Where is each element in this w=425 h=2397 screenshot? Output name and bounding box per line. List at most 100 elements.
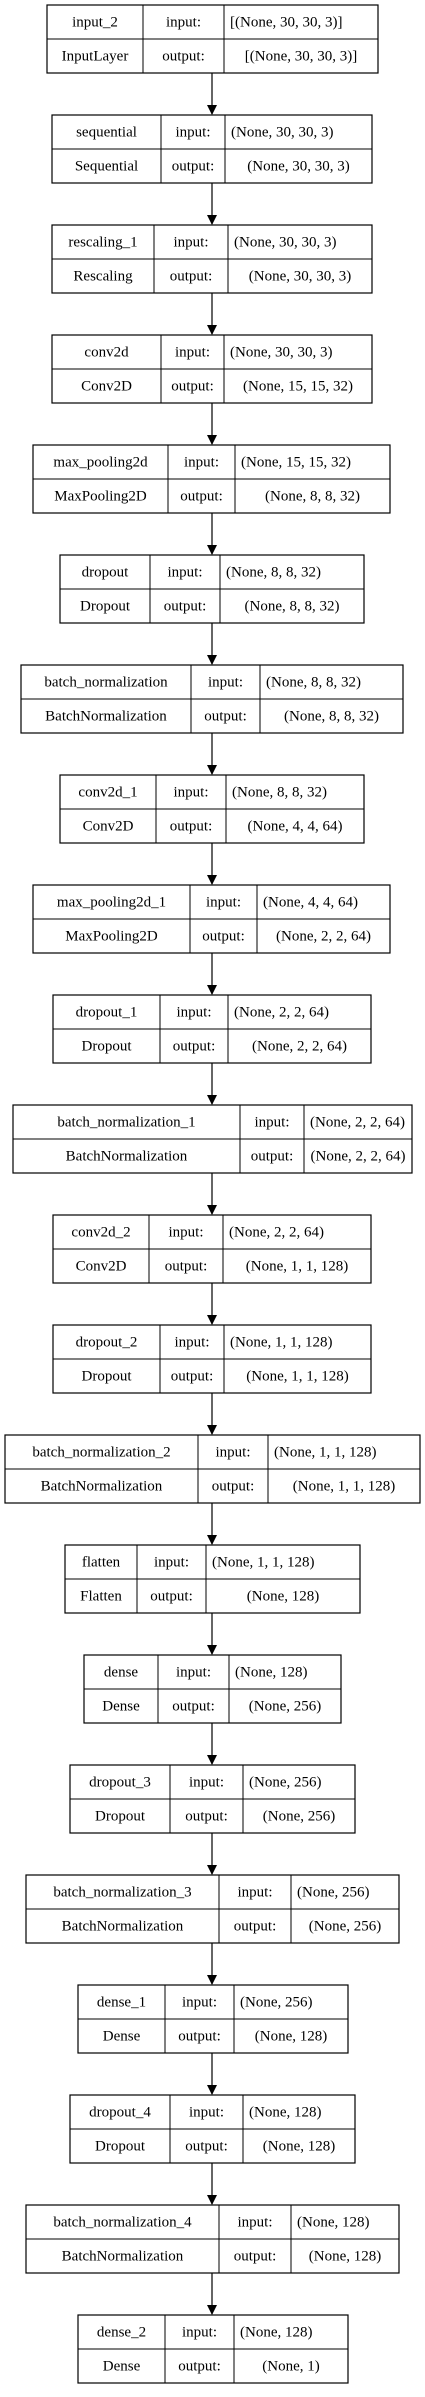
output-label: output: bbox=[172, 158, 215, 174]
output-shape: (None, 30, 30, 3) bbox=[247, 158, 349, 174]
layer-name: max_pooling2d_1 bbox=[57, 894, 166, 910]
output-label: output: bbox=[165, 1258, 208, 1274]
layer-type: Flatten bbox=[80, 1588, 122, 1604]
input-label: input: bbox=[182, 2324, 217, 2340]
output-label: output: bbox=[212, 1478, 255, 1494]
output-shape: (None, 30, 30, 3) bbox=[249, 268, 351, 284]
layer-node-batch_normalization_4: batch_normalization_4BatchNormalizationi… bbox=[25, 2204, 400, 2274]
layer-name: flatten bbox=[82, 1554, 121, 1570]
input-label: input: bbox=[184, 454, 219, 470]
layer-name: conv2d_1 bbox=[78, 784, 137, 800]
output-label: output: bbox=[185, 1808, 228, 1824]
input-shape: (None, 256) bbox=[240, 1994, 312, 2010]
layer-type: Dropout bbox=[80, 598, 131, 614]
input-label: input: bbox=[254, 1114, 289, 1130]
layer-name: dropout_4 bbox=[89, 2104, 151, 2120]
output-label: output: bbox=[170, 818, 213, 834]
output-shape: (None, 1, 1, 128) bbox=[246, 1258, 348, 1274]
layer-node-batch_normalization: batch_normalizationBatchNormalizationinp… bbox=[20, 664, 404, 734]
layer-type: MaxPooling2D bbox=[54, 488, 147, 504]
input-shape: (None, 15, 15, 32) bbox=[241, 454, 351, 470]
input-label: input: bbox=[175, 124, 210, 140]
input-label: input: bbox=[237, 1884, 272, 1900]
layer-name: batch_normalization_1 bbox=[57, 1114, 195, 1130]
layer-type: Conv2D bbox=[83, 818, 134, 834]
layer-name: conv2d_2 bbox=[71, 1224, 130, 1240]
layer-name: dropout_3 bbox=[89, 1774, 151, 1790]
layer-type: BatchNormalization bbox=[41, 1478, 163, 1494]
output-shape: (None, 8, 8, 32) bbox=[284, 708, 379, 724]
output-label: output: bbox=[234, 2248, 277, 2264]
layer-name: rescaling_1 bbox=[68, 234, 137, 250]
output-label: output: bbox=[234, 1918, 277, 1934]
output-shape: (None, 128) bbox=[255, 2028, 327, 2044]
input-label: input: bbox=[176, 1664, 211, 1680]
input-shape: (None, 30, 30, 3) bbox=[234, 234, 336, 250]
output-label: output: bbox=[173, 1038, 216, 1054]
input-label: input: bbox=[189, 1774, 224, 1790]
layer-name: max_pooling2d bbox=[53, 454, 148, 470]
layer-type: BatchNormalization bbox=[66, 1148, 188, 1164]
output-label: output: bbox=[150, 1588, 193, 1604]
layer-type: Dropout bbox=[82, 1368, 133, 1384]
layer-name: dropout_2 bbox=[76, 1334, 138, 1350]
output-shape: (None, 15, 15, 32) bbox=[243, 378, 353, 394]
layer-type: Dropout bbox=[95, 2138, 146, 2154]
layer-type: BatchNormalization bbox=[62, 1918, 184, 1934]
layer-name: conv2d bbox=[84, 344, 129, 360]
layer-name: batch_normalization_2 bbox=[32, 1444, 170, 1460]
input-shape: (None, 2, 2, 64) bbox=[234, 1004, 329, 1020]
layer-name: dropout_1 bbox=[76, 1004, 138, 1020]
output-shape: (None, 2, 2, 64) bbox=[311, 1148, 406, 1164]
layer-type: MaxPooling2D bbox=[65, 928, 158, 944]
input-label: input: bbox=[173, 234, 208, 250]
layer-type: Sequential bbox=[75, 158, 138, 174]
output-shape: (None, 128) bbox=[263, 2138, 335, 2154]
input-shape: (None, 30, 30, 3) bbox=[230, 344, 332, 360]
layer-type: Dense bbox=[103, 2358, 141, 2374]
output-shape: (None, 8, 8, 32) bbox=[245, 598, 340, 614]
output-label: output: bbox=[172, 1698, 215, 1714]
output-shape: (None, 256) bbox=[249, 1698, 321, 1714]
output-shape: (None, 1, 1, 128) bbox=[246, 1368, 348, 1384]
input-shape: (None, 2, 2, 64) bbox=[229, 1224, 324, 1240]
input-label: input: bbox=[182, 1994, 217, 2010]
output-label: output: bbox=[180, 488, 223, 504]
input-label: input: bbox=[237, 2214, 272, 2230]
input-shape: (None, 8, 8, 32) bbox=[226, 564, 321, 580]
output-label: output: bbox=[185, 2138, 228, 2154]
output-label: output: bbox=[204, 708, 247, 724]
output-shape: (None, 2, 2, 64) bbox=[252, 1038, 347, 1054]
output-label: output: bbox=[164, 598, 207, 614]
layer-node-max_pooling2d_1: max_pooling2d_1MaxPooling2Dinput:output:… bbox=[32, 884, 391, 954]
output-label: output: bbox=[251, 1148, 294, 1164]
output-shape: [(None, 30, 30, 3)] bbox=[245, 48, 357, 64]
layer-name: batch_normalization_3 bbox=[53, 1884, 191, 1900]
output-shape: (None, 256) bbox=[263, 1808, 335, 1824]
layer-name: batch_normalization_4 bbox=[53, 2214, 192, 2230]
layer-name: input_2 bbox=[72, 14, 118, 30]
layer-type: Rescaling bbox=[73, 268, 133, 284]
output-shape: (None, 1) bbox=[262, 2358, 319, 2374]
output-label: output: bbox=[178, 2358, 221, 2374]
input-label: input: bbox=[215, 1444, 250, 1460]
layer-type: Dropout bbox=[82, 1038, 133, 1054]
layer-node-sequential: sequentialSequentialinput:output:(None, … bbox=[51, 114, 373, 184]
layer-type: InputLayer bbox=[62, 48, 129, 64]
input-shape: (None, 128) bbox=[249, 2104, 321, 2120]
input-shape: (None, 1, 1, 128) bbox=[212, 1554, 314, 1570]
output-shape: (None, 128) bbox=[309, 2248, 381, 2264]
input-shape: (None, 30, 30, 3) bbox=[231, 124, 333, 140]
output-shape: (None, 128) bbox=[247, 1588, 319, 1604]
layer-node-rescaling_1: rescaling_1Rescalinginput:output:(None, … bbox=[51, 224, 373, 294]
